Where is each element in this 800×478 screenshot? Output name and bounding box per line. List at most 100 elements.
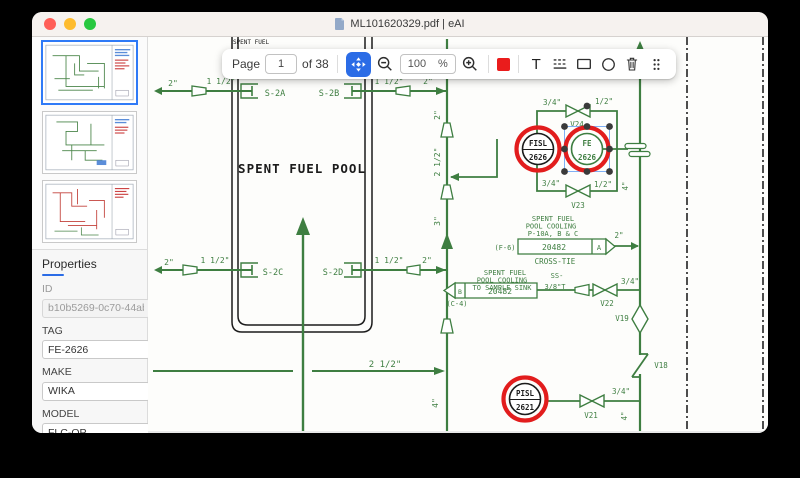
diagram-label: V22 <box>600 299 614 308</box>
selection-handle[interactable] <box>606 145 613 153</box>
selection-handle[interactable] <box>561 145 568 153</box>
rectangle-tool-button[interactable] <box>575 55 594 74</box>
model-field[interactable] <box>42 423 150 433</box>
app-window: ML101620329.pdf | eAI <box>32 12 768 433</box>
instrument-number: 2621 <box>516 403 535 412</box>
close-window-button[interactable] <box>44 18 56 30</box>
make-label: MAKE <box>42 366 72 378</box>
diagram-label: POOL COOLING <box>526 223 577 231</box>
selection-handle[interactable] <box>561 168 568 175</box>
instrument-number: 2626 <box>529 153 548 162</box>
page-thumbnail-2[interactable] <box>42 111 137 174</box>
diagram-label: 2" <box>422 256 432 265</box>
diagram-label: 4" <box>431 398 440 408</box>
instrument-taps <box>624 142 651 158</box>
instrument-tag: PISL <box>516 389 535 398</box>
annotation-circle[interactable] <box>514 125 562 173</box>
diagram-label: 1/2" <box>595 97 613 106</box>
diagram-label: V24 <box>570 120 584 129</box>
tag-field[interactable] <box>42 340 150 359</box>
text-tool-button[interactable]: T <box>527 55 546 74</box>
diagram-label: CROSS-TIE <box>535 257 576 266</box>
diagram-label: SPENT FUEL <box>532 215 574 223</box>
window-title: ML101620329.pdf | eAI <box>350 18 465 30</box>
diagram-label: 1 1/2" <box>201 256 230 265</box>
flag-a-tab: A <box>597 244 602 252</box>
title-bar: ML101620329.pdf | eAI <box>32 12 768 37</box>
line-flag-b <box>442 281 538 300</box>
zoom-out-button[interactable] <box>376 55 395 74</box>
id-label: ID <box>42 283 53 295</box>
toolbar-divider <box>517 55 519 73</box>
instrument-number: 2626 <box>578 153 597 162</box>
diagram-label: TO SAMPLE SINK <box>472 284 532 292</box>
minimize-window-button[interactable] <box>64 18 76 30</box>
zoom-out-icon <box>378 56 393 71</box>
diagram-label: 2 1/2" <box>433 148 442 177</box>
diagram-label: S-2C <box>263 268 283 278</box>
diagram-label: 4" <box>621 181 630 190</box>
diagram-label: V23 <box>571 201 585 210</box>
selection-handle[interactable] <box>606 168 613 175</box>
diagram-label: 1 1/2" <box>375 256 404 265</box>
grid-dots-icon <box>653 58 660 70</box>
diagram-label: V21 <box>584 411 598 420</box>
zoom-level-input[interactable]: 100 % <box>399 54 456 74</box>
diagram-label: SPENT FUEL <box>233 39 270 46</box>
flag-b-tab: B <box>458 288 462 296</box>
make-field[interactable] <box>42 381 150 401</box>
pool-penetration-brackets <box>240 83 362 278</box>
diagram-label: 2" <box>164 258 174 267</box>
diagram-label: V18 <box>654 361 668 370</box>
selection-handle[interactable] <box>583 168 591 175</box>
diagram-label: S-2D <box>323 268 343 278</box>
active-tab-indicator <box>42 274 64 276</box>
instrument-fe-2626: FE 2626 <box>561 102 613 175</box>
dashed-lines-icon <box>553 59 567 69</box>
annotation-color-swatch[interactable] <box>496 57 510 71</box>
tab-properties[interactable]: Properties <box>42 257 139 276</box>
page-number-input[interactable] <box>265 54 298 74</box>
rectangle-icon <box>577 58 592 70</box>
zoom-in-button[interactable] <box>461 55 480 74</box>
circle-icon <box>601 57 615 71</box>
delete-annotation-button[interactable] <box>623 55 642 74</box>
pan-tool-button[interactable] <box>345 51 371 77</box>
selection-handle[interactable] <box>561 123 568 130</box>
more-tools-button[interactable] <box>647 55 666 74</box>
instrument-tag: FISL <box>529 139 548 148</box>
diagram-label: 3/4" <box>542 179 560 188</box>
zoom-in-icon <box>463 56 478 71</box>
diagram-label: POOL COOLING <box>477 277 528 285</box>
toolbar-divider <box>487 55 489 73</box>
diagram-label: S-2B <box>319 89 339 99</box>
diagram-label: 4" <box>620 411 629 420</box>
flag-a-number: 20482 <box>542 243 566 252</box>
diagram-label: 1 1/2" <box>375 77 404 86</box>
lines-tool-button[interactable] <box>551 55 570 74</box>
rotation-handle[interactable] <box>583 102 591 110</box>
page-label: Page <box>232 57 261 71</box>
page-thumbnail-1[interactable] <box>41 40 138 105</box>
check-valve-v19 <box>631 303 649 335</box>
diagram-label: 2" <box>423 77 433 86</box>
ellipse-tool-button[interactable] <box>599 55 618 74</box>
diagram-label: 1 1/2" <box>207 77 236 86</box>
page-thumbnail-3[interactable] <box>42 180 137 243</box>
selection-handle[interactable] <box>606 123 613 130</box>
valve-v18 <box>631 353 649 378</box>
trash-icon <box>627 57 638 71</box>
zoom-window-button[interactable] <box>84 18 96 30</box>
instrument-pisl-2621: PISL 2621 <box>501 375 549 423</box>
properties-title: Properties <box>42 257 97 271</box>
tag-label: TAG <box>42 324 63 337</box>
diagram-label: SS- <box>551 272 564 280</box>
selection-handle[interactable] <box>583 123 591 130</box>
annotation-circle[interactable] <box>501 375 549 423</box>
instrument-tag: FE <box>582 139 592 148</box>
diagram-label: 2" <box>614 231 623 240</box>
